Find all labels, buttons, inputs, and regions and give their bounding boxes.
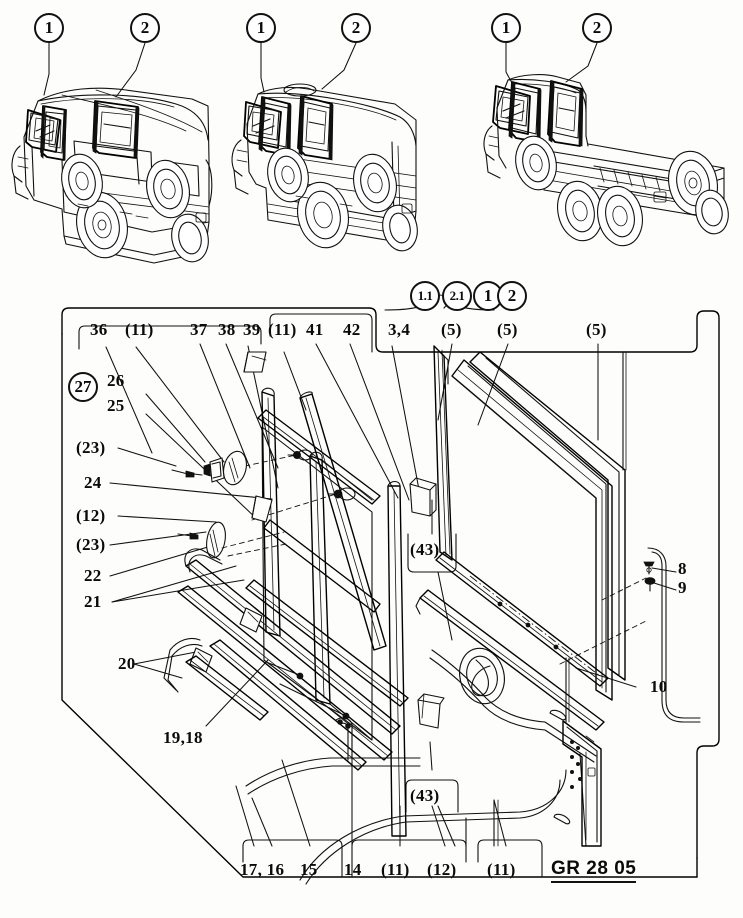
label-39: 39 [243,320,261,339]
label-10: 10 [650,677,668,696]
callout-v3-1: 1 [491,13,521,43]
callout-v1-1: 1 [34,13,64,43]
label-21: 21 [84,592,102,611]
label-14: 14 [344,860,362,879]
label-25: 25 [107,396,125,415]
part-top-strips [299,391,387,651]
label-36: 36 [90,320,108,339]
group-callout-2: 2 [497,281,527,311]
part-door-frame-main [415,345,701,763]
part-bottom-seals [245,647,567,885]
diagram-code: GR 28 05 [551,858,637,883]
callout-v1-2: 2 [130,13,160,43]
label-3-4: 3,4 [388,320,411,339]
label-38: 38 [218,320,236,339]
label-11-c: (11) [381,860,410,879]
label-19-18: 19,18 [163,728,203,747]
label-24: 24 [84,473,102,492]
label-37: 37 [190,320,208,339]
label-26: 26 [107,371,125,390]
part-windscreen-frame [245,387,409,741]
label-11-b: (11) [268,320,297,339]
label-5-b: (5) [497,320,518,339]
label-41: 41 [306,320,324,339]
group-callout-2-1: 2.1 [442,281,472,311]
label-11-d: (11) [487,860,516,879]
circled-item-27: 27 [68,372,98,402]
label-12-b: (12) [427,860,457,879]
grouping-frame [61,294,720,878]
label-20: 20 [118,654,136,673]
fastener-8 [643,561,655,575]
part-lower-rails [163,548,401,771]
callout-v2-2: 2 [341,13,371,43]
callout-v3-2: 2 [582,13,612,43]
fastener-9 [644,577,656,592]
label-11-a: (11) [125,320,154,339]
label-15: 15 [300,860,318,879]
part-latch-assembly [171,450,287,559]
label-43-upper: (43) [410,540,440,559]
label-23-a: (23) [76,438,106,457]
label-17-16: 17, 16 [240,860,285,879]
label-12-a: (12) [76,506,106,525]
label-42: 42 [343,320,361,339]
label-8: 8 [678,559,687,578]
label-22: 22 [84,566,102,585]
label-9: 9 [678,578,687,597]
fasteners-mid [235,351,356,523]
part-center-pillar [387,477,445,837]
leader-lines-bottom [235,723,587,847]
label-5-c: (5) [586,320,607,339]
boxed-label-43-upper [407,499,457,641]
group-callout-1-1: 1.1 [410,281,440,311]
label-5-a: (5) [441,320,462,339]
label-43-lower: (43) [410,786,440,805]
boxed-label-43-lower [405,779,459,813]
label-23-b: (23) [76,535,106,554]
part-bracket-panel [549,657,602,847]
callout-v2-1: 1 [246,13,276,43]
